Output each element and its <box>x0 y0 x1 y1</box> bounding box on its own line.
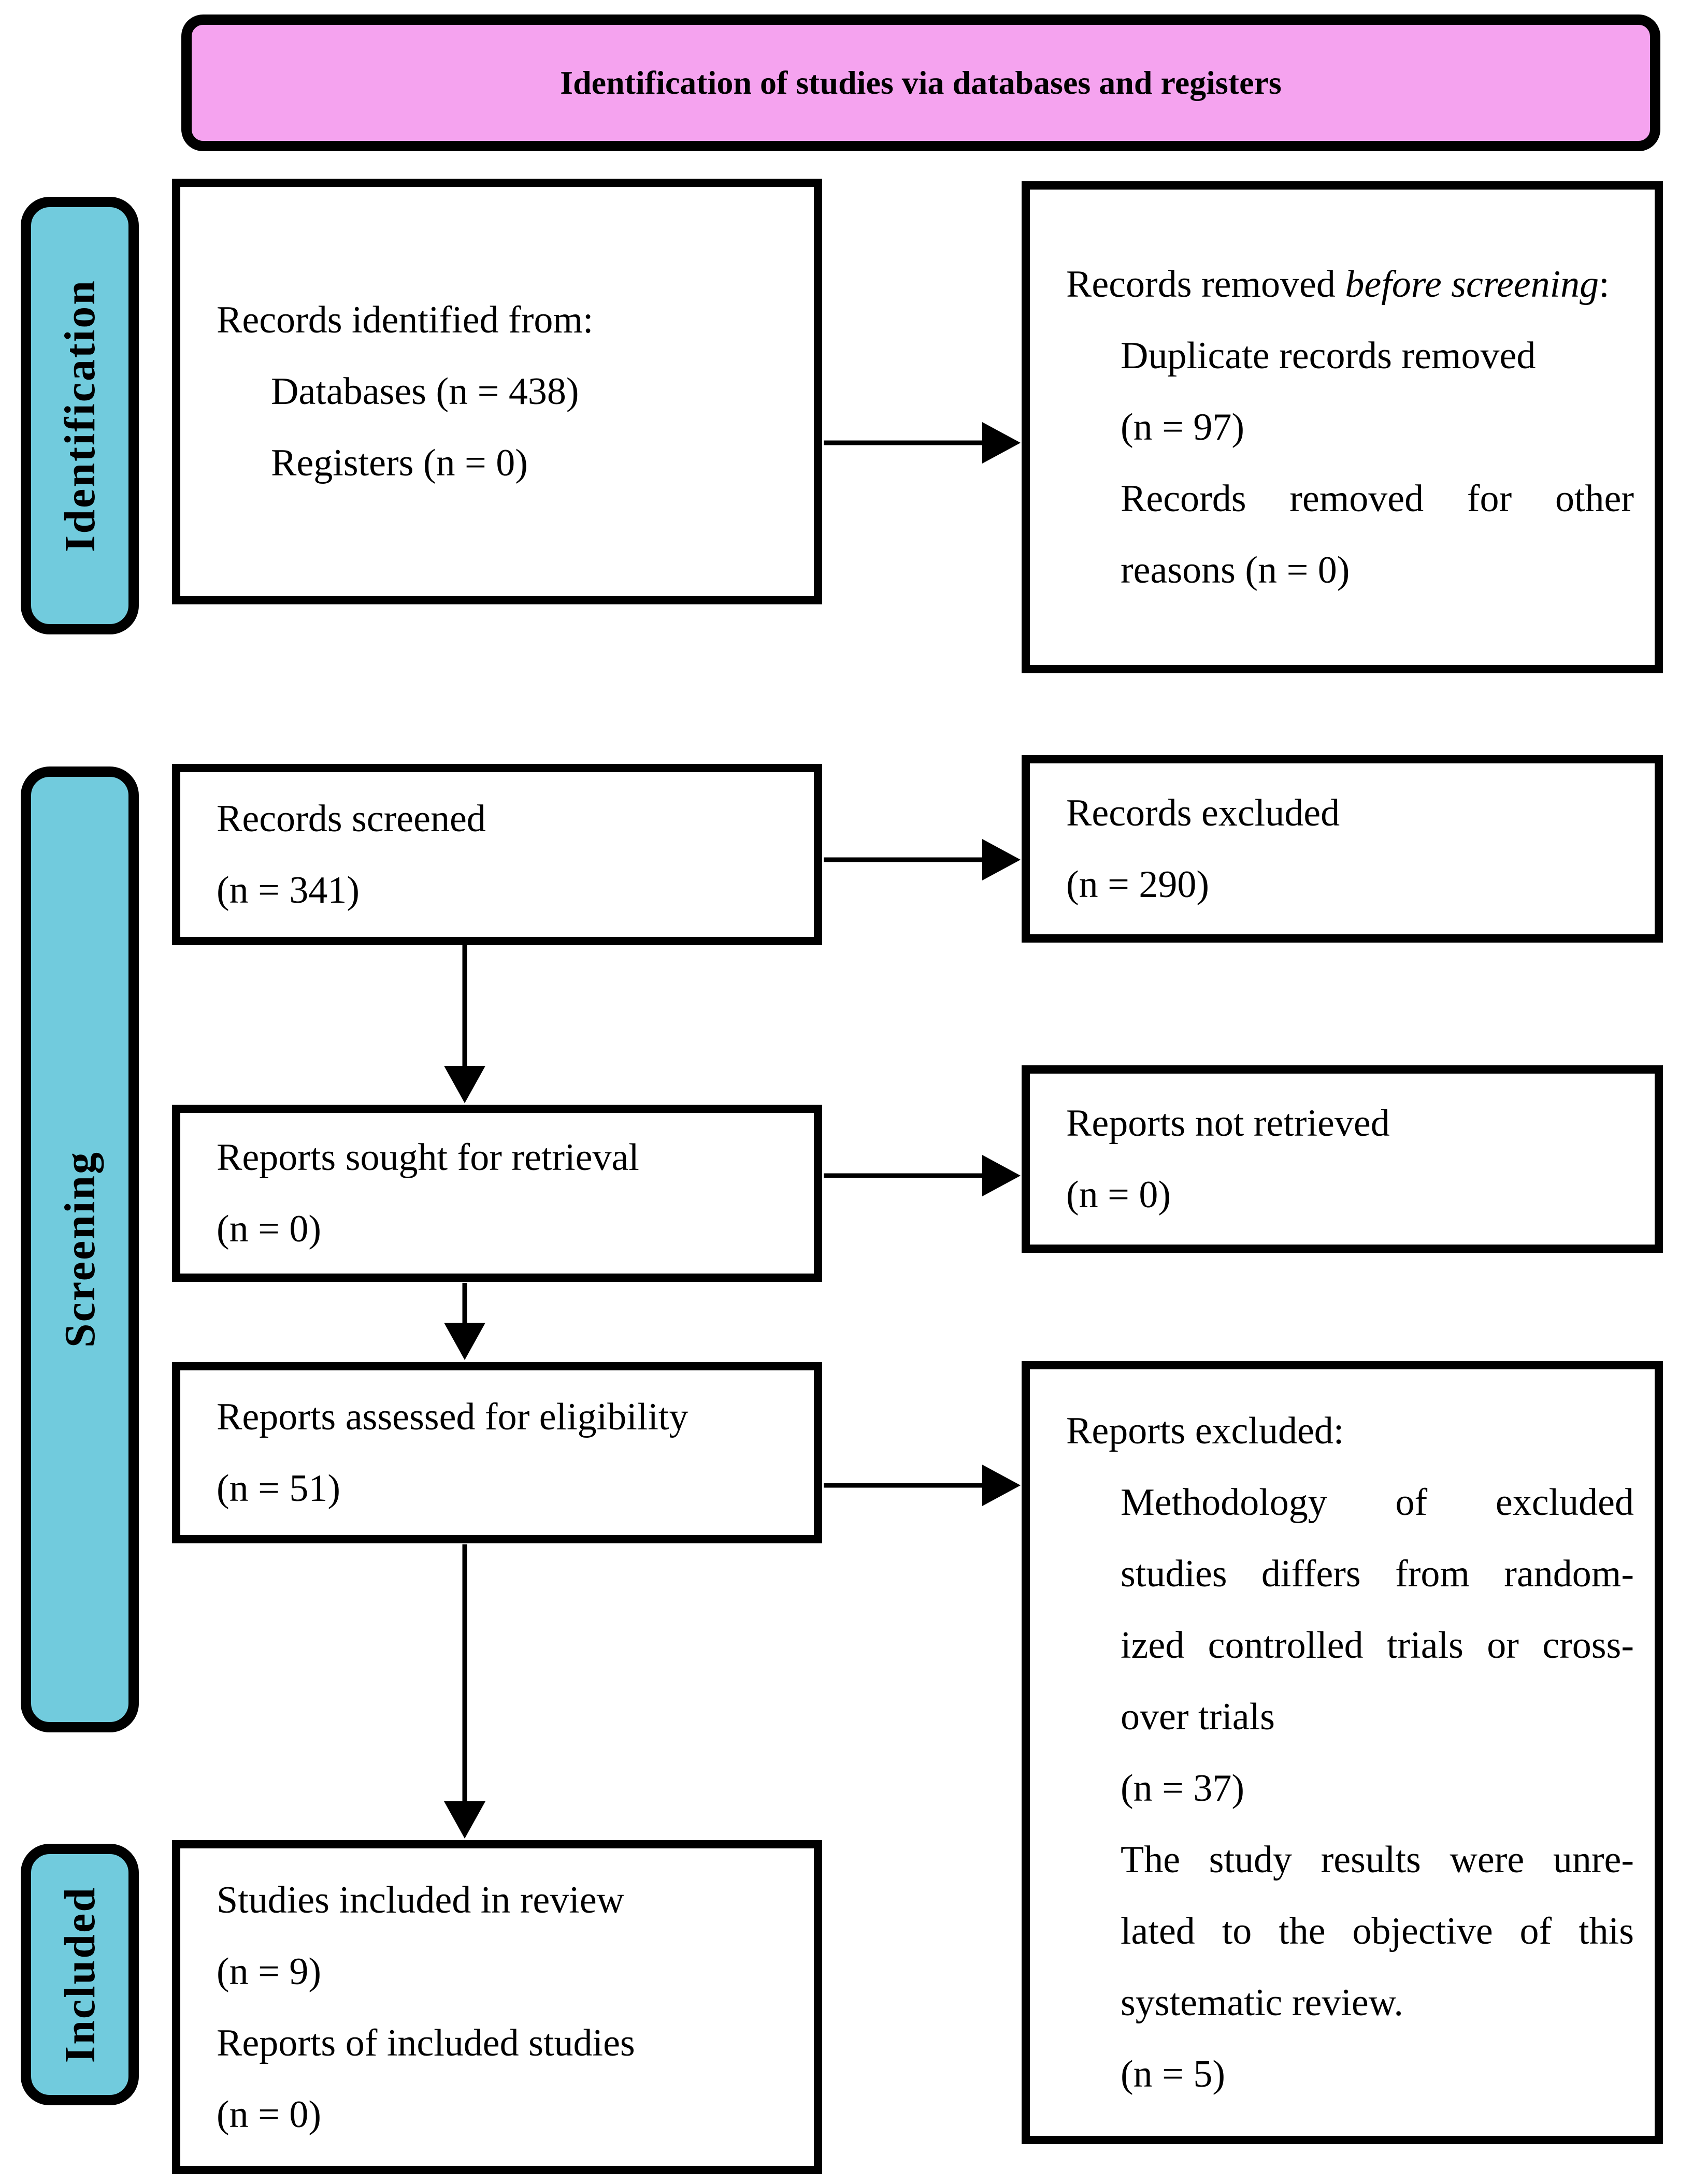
text-line: (n = 290) <box>1066 863 1210 906</box>
text-line: Records removed before screening: <box>1066 263 1610 306</box>
text-line: studies differs from random- <box>1121 1553 1634 1595</box>
text-line: Registers (n = 0) <box>271 442 528 484</box>
arrow-sought-to-not-retrieved <box>824 1155 1021 1196</box>
text-line: Reports excluded: <box>1066 1410 1344 1452</box>
reports-assessed-box: Reports assessed for eligibility (n = 51) <box>172 1362 822 1543</box>
records-excluded-text: Records excluded (n = 290) <box>1030 777 1655 920</box>
text-line: (n = 97) <box>1121 406 1245 449</box>
text-line: (n = 5) <box>1121 2053 1226 2095</box>
records-removed-text: Records removed before screening: Duplica… <box>1030 249 1655 606</box>
reports-excluded-text: Reports excluded: Methodology of excluded… <box>1030 1395 1655 2110</box>
text-line: (n = 0) <box>1066 1174 1171 1216</box>
text-line: (n = 9) <box>217 1950 322 1993</box>
records-identified-text: Records identified from: Databases (n = 4… <box>180 284 814 499</box>
arrow-screened-down <box>444 944 485 1103</box>
arrow-screened-to-excluded <box>824 839 1021 880</box>
text-line: Reports sought for retrieval <box>217 1136 639 1179</box>
studies-included-box: Studies included in review (n = 9) Reports… <box>172 1840 822 2174</box>
text-line: lated to the objective of this <box>1121 1910 1634 1952</box>
text-line: Duplicate records removed <box>1121 335 1536 377</box>
text-line: Methodology of excluded <box>1121 1481 1634 1524</box>
records-removed-box: Records removed before screening: Duplica… <box>1022 181 1663 673</box>
reports-excluded-box: Reports excluded: Methodology of excluded… <box>1022 1361 1663 2144</box>
arrow-assessed-to-reports-excluded <box>824 1465 1021 1506</box>
text-line: (n = 0) <box>217 1208 322 1250</box>
records-excluded-box: Records excluded (n = 290) <box>1022 755 1663 943</box>
records-screened-box: Records screened (n = 341) <box>172 764 822 945</box>
text-line: Reports assessed for eligibility <box>217 1396 688 1438</box>
reports-not-retrieved-box: Reports not retrieved (n = 0) <box>1022 1065 1663 1253</box>
text-line: Records excluded <box>1066 792 1340 834</box>
stage-label-included: Included <box>21 1844 139 2105</box>
text-line: (n = 341) <box>217 869 360 912</box>
banner-title: Identification of studies via databases … <box>560 64 1282 101</box>
text-line: systematic review. <box>1121 1981 1403 2024</box>
text-line: ized controlled trials or cross- <box>1121 1624 1634 1667</box>
text-line: Records identified from: <box>217 299 594 341</box>
arrow-assessed-down <box>444 1544 485 1839</box>
text-line: reasons (n = 0) <box>1121 549 1350 591</box>
banner-identification-via-databases: Identification of studies via databases … <box>181 15 1660 151</box>
stage-label-screening: Screening <box>21 766 139 1732</box>
records-screened-text: Records screened (n = 341) <box>180 783 814 926</box>
reports-not-retrieved-text: Reports not retrieved (n = 0) <box>1030 1088 1655 1231</box>
studies-included-text: Studies included in review (n = 9) Reports… <box>180 1864 814 2150</box>
reports-sought-text: Reports sought for retrieval (n = 0) <box>180 1122 814 1265</box>
text-line: (n = 51) <box>217 1467 341 1510</box>
text-line: over trials <box>1121 1696 1275 1738</box>
text-line: Records screened <box>217 798 486 840</box>
stage-label-identification: Identification <box>21 197 139 634</box>
text-line: (n = 37) <box>1121 1767 1245 1810</box>
text-line: The study results were unre- <box>1121 1839 1634 1881</box>
text-line: Reports not retrieved <box>1066 1102 1390 1145</box>
arrow-sought-down <box>444 1283 485 1360</box>
arrow-identified-to-removed <box>824 422 1021 464</box>
text-line: Databases (n = 438) <box>271 370 579 413</box>
text-line: Studies included in review <box>217 1878 625 1921</box>
italic-text: before screening <box>1345 263 1599 306</box>
text-line: (n = 0) <box>217 2093 322 2136</box>
text-line: Reports of included studies <box>217 2021 635 2064</box>
text-line: Records removed for other <box>1121 478 1634 520</box>
reports-assessed-text: Reports assessed for eligibility (n = 51) <box>180 1381 814 1524</box>
reports-sought-box: Reports sought for retrieval (n = 0) <box>172 1105 822 1282</box>
records-identified-box: Records identified from: Databases (n = 4… <box>172 179 822 604</box>
